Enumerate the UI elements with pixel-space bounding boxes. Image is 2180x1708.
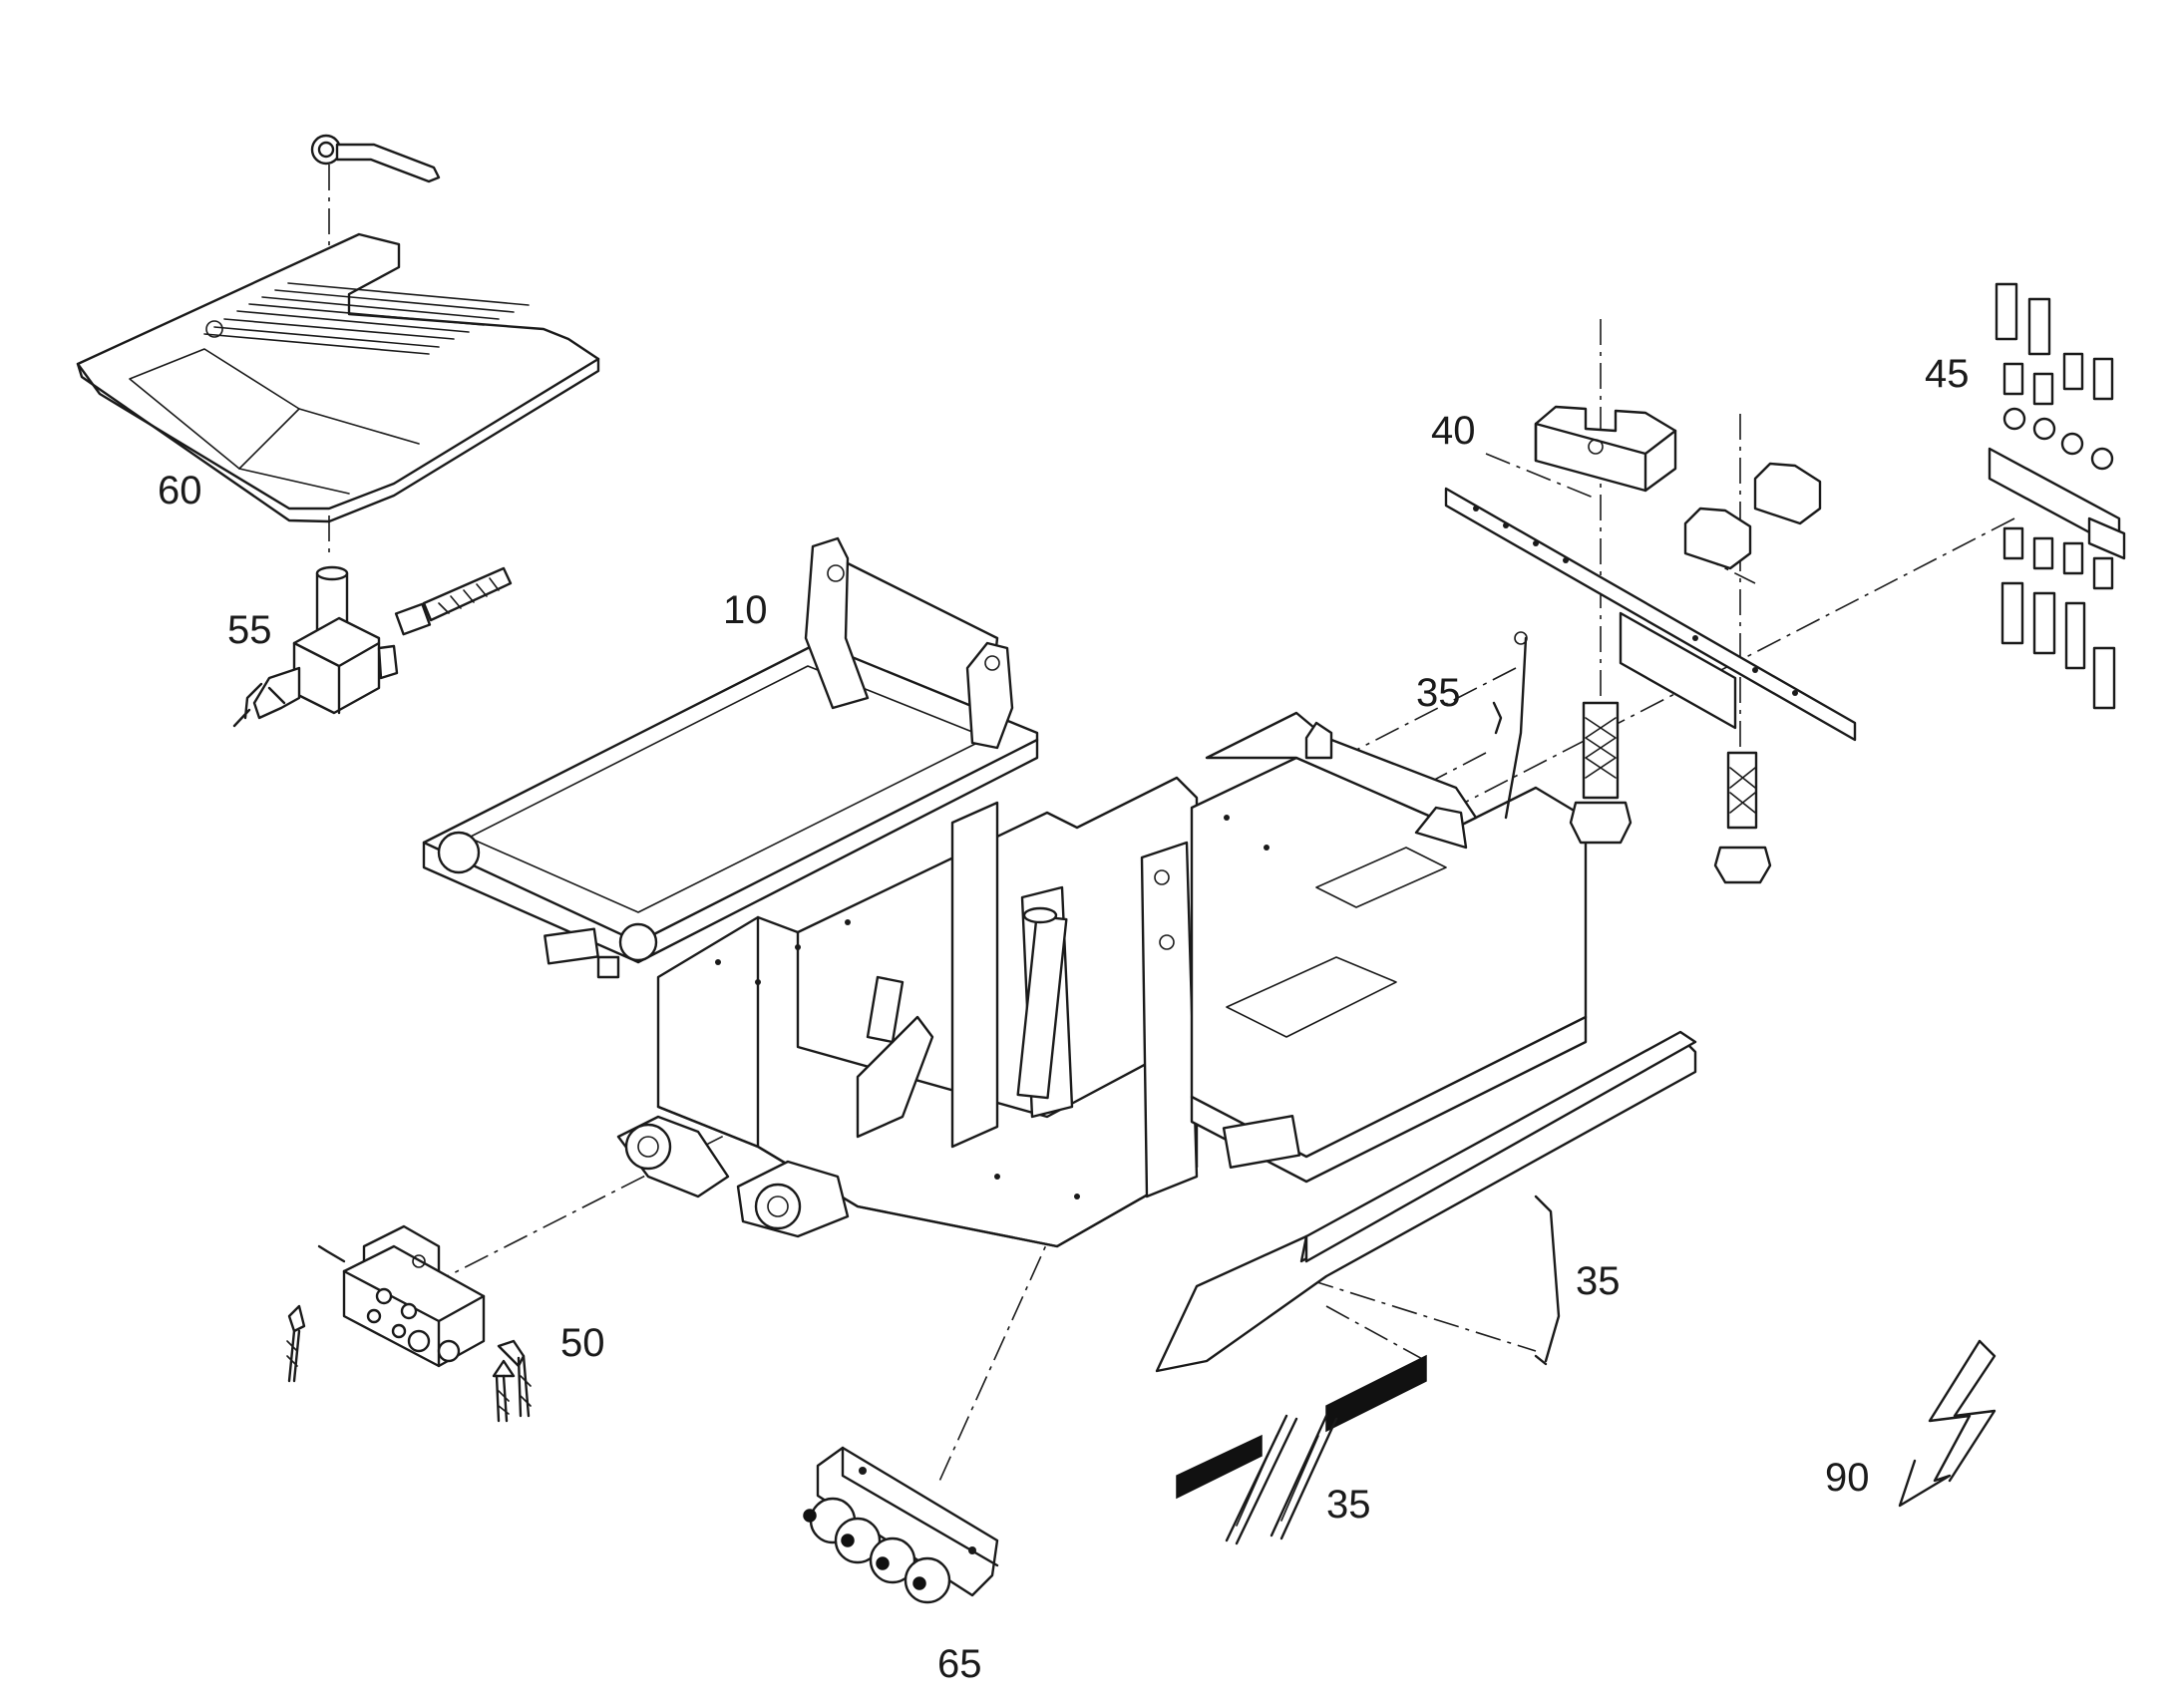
- callout-45: 45: [1925, 352, 1970, 396]
- callout-50: 50: [560, 1321, 605, 1365]
- callouts: 10 35 35 35 40 45 50 55 60 65 90: [158, 352, 1970, 1686]
- part-55-valve: [232, 565, 513, 728]
- part-35-rod-right: [1534, 1195, 1561, 1366]
- part-35-shield: [1155, 1030, 1697, 1373]
- part-35-rod-upper: [1492, 631, 1528, 820]
- part-35-strips: [1176, 1354, 1427, 1545]
- callout-35-lower: 35: [1326, 1483, 1371, 1527]
- part-50-valve-block: [286, 1224, 532, 1423]
- callout-40: 40: [1431, 409, 1476, 453]
- callout-10: 10: [723, 588, 768, 632]
- callout-65: 65: [937, 1642, 982, 1686]
- part-60-floor-mat: [76, 232, 600, 523]
- callout-35-right: 35: [1576, 1259, 1621, 1303]
- part-40-hose-clamps: [1444, 405, 1857, 884]
- callout-55: 55: [227, 608, 272, 652]
- wrench-icon: [310, 134, 441, 183]
- lightning-icon: [1898, 1339, 1997, 1508]
- callout-60: 60: [158, 469, 202, 512]
- part-65-mount-bracket: [803, 1446, 999, 1604]
- part-10-main-frame: [422, 536, 1588, 1248]
- callout-90: 90: [1825, 1456, 1870, 1500]
- part-45-fittings: [1988, 282, 2126, 710]
- callout-35-upper: 35: [1416, 671, 1461, 715]
